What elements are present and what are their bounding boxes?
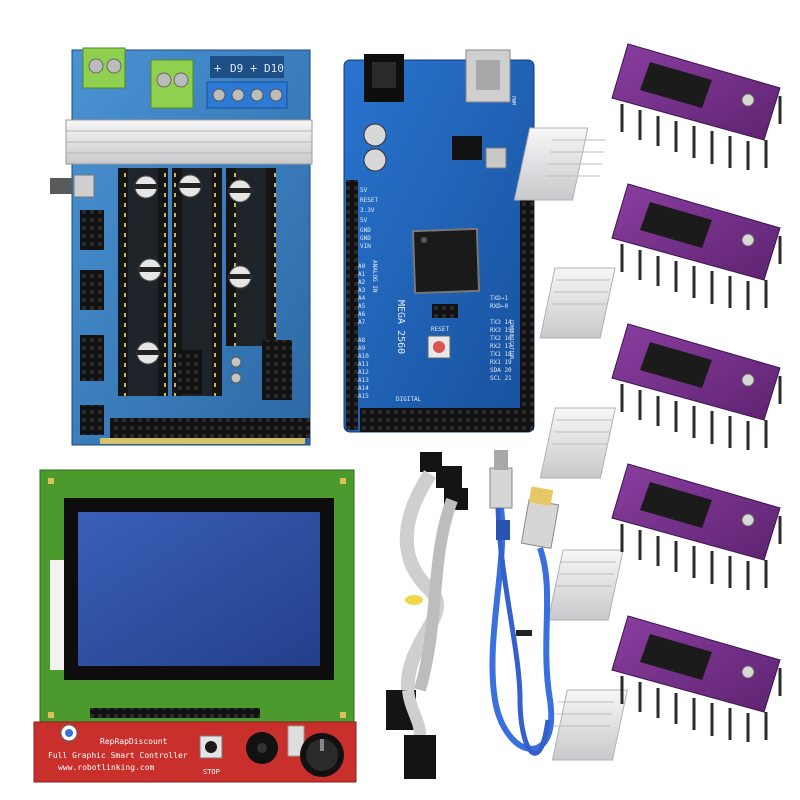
- communication-pin-labels: TXD→1 RXD←0 TX3 14 RX3 15 TX2 16 RX2 17 …: [490, 295, 512, 382]
- svg-text:A14: A14: [358, 385, 369, 392]
- svg-text:SDA 20: SDA 20: [490, 367, 512, 374]
- microcontroller-chip: [411, 227, 481, 295]
- svg-text:TX1 18: TX1 18: [490, 351, 512, 358]
- stop-label: STOP: [203, 768, 220, 776]
- arduino-mega-board: RESET MEGA 2560 ANALOG IN 5V RESET 3.3V …: [343, 49, 535, 433]
- svg-text:A11: A11: [358, 361, 369, 368]
- svg-text:TXD→1: TXD→1: [490, 295, 508, 302]
- svg-text:A0: A0: [358, 263, 366, 270]
- heatsink: [539, 267, 616, 339]
- svg-text:A1: A1: [358, 271, 366, 278]
- lcd-controller: 12864 RepRapDiscount Full Graphic Smart …: [33, 469, 357, 783]
- svg-text:A9: A9: [358, 345, 366, 352]
- svg-text:A2: A2: [358, 279, 366, 286]
- pwm-title: PWM: [510, 96, 516, 105]
- capacitor: [138, 258, 162, 282]
- ramps-board: + D9 + D10: [50, 47, 313, 446]
- stepper-driver: [611, 183, 782, 310]
- svg-text:SCL 21: SCL 21: [490, 375, 512, 382]
- capacitor: [228, 265, 252, 289]
- plus-mark: +: [214, 61, 221, 75]
- comm-title: COMMUNICATION: [508, 320, 514, 359]
- svg-text:RXD←0: RXD←0: [490, 303, 508, 310]
- svg-text:TX2 16: TX2 16: [490, 335, 512, 342]
- stepper-driver: [611, 323, 782, 450]
- svg-text:TX3 14: TX3 14: [490, 319, 512, 326]
- capacitor: [178, 174, 202, 198]
- plus-mark: +: [250, 61, 257, 75]
- svg-text:RX2 17: RX2 17: [490, 343, 512, 350]
- svg-text:A12: A12: [358, 369, 369, 376]
- heatsink: [547, 549, 624, 621]
- lcd-screen: [78, 512, 320, 666]
- power-label: GND: [360, 235, 371, 242]
- power-label: 5V: [360, 187, 368, 194]
- svg-text:A7: A7: [358, 319, 366, 326]
- stepper-driver: [611, 615, 782, 742]
- ribbon-cable-set: [386, 452, 468, 779]
- heatsink: [551, 689, 628, 761]
- stepper-driver: [611, 463, 782, 590]
- svg-text:A3: A3: [358, 287, 366, 294]
- capacitor: [228, 179, 252, 203]
- lcd-brand: RepRapDiscount: [100, 737, 168, 746]
- svg-text:A10: A10: [358, 353, 369, 360]
- power-label: VIN: [360, 243, 371, 250]
- stepper-driver: [611, 43, 782, 170]
- svg-text:A15: A15: [358, 393, 369, 400]
- analog-pin-labels: A0 A1 A2 A3 A4 A5 A6 A7 A8 A9 A10 A11 A1…: [358, 263, 369, 400]
- svg-text:RX1 19: RX1 19: [490, 359, 512, 366]
- lcd-url: www.robotlinking.com: [58, 763, 155, 772]
- usb-cable: [489, 450, 560, 756]
- svg-text:A5: A5: [358, 303, 366, 310]
- power-label: GND: [360, 227, 371, 234]
- heatsink: [539, 407, 616, 479]
- svg-text:A6: A6: [358, 311, 366, 318]
- svg-text:A8: A8: [358, 337, 366, 344]
- mega-model-text: MEGA 2560: [395, 300, 406, 354]
- capacitor: [136, 341, 160, 365]
- capacitor: [134, 175, 158, 199]
- header-label-d9: D9: [230, 62, 243, 75]
- power-label: 5V: [360, 217, 368, 224]
- power-label: 3.3V: [360, 207, 375, 214]
- header-label-d10: D10: [264, 62, 284, 75]
- heatsink: [513, 127, 606, 201]
- svg-text:A4: A4: [358, 295, 366, 302]
- stepper-driver-set: [513, 43, 782, 761]
- lcd-product-name: Full Graphic Smart Controller: [48, 751, 188, 760]
- analog-title: ANALOG IN: [371, 260, 378, 293]
- reset-label: RESET: [431, 326, 449, 333]
- svg-text:RX3 15: RX3 15: [490, 327, 512, 334]
- svg-text:A13: A13: [358, 377, 369, 384]
- digital-label: DIGITAL: [396, 396, 422, 403]
- power-label: RESET: [360, 197, 378, 204]
